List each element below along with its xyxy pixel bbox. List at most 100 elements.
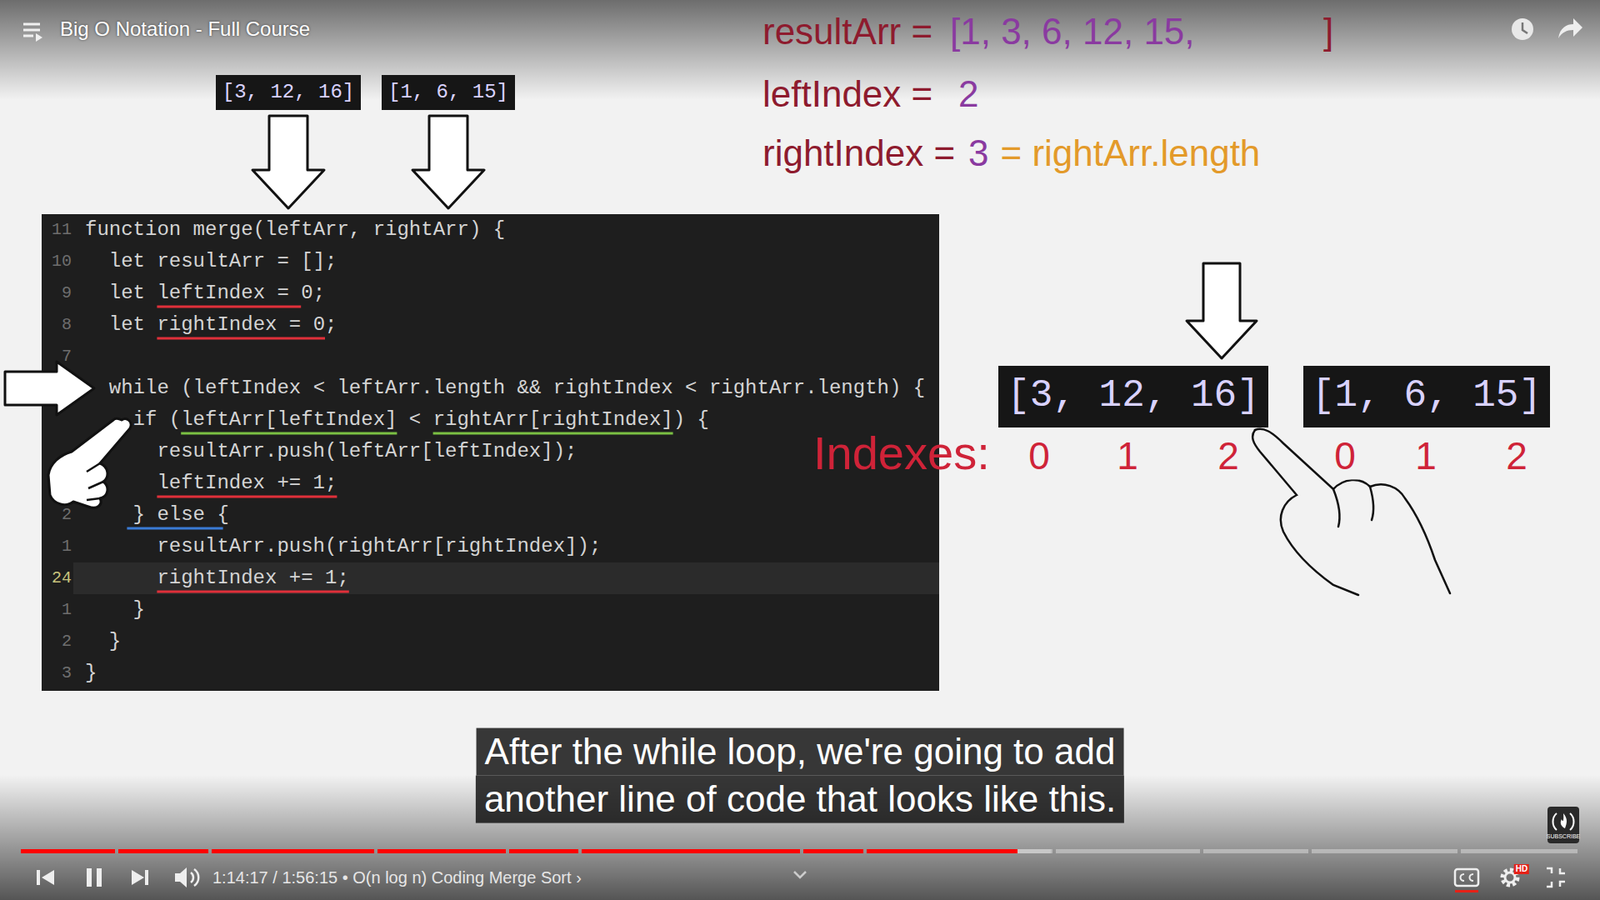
line-number: 10 <box>51 251 72 272</box>
progress-segment <box>509 849 579 854</box>
array-text: [1, 6, 15] <box>1311 372 1542 421</box>
pointing-hand <box>1252 429 1450 595</box>
code-line: rightIndex += 1; <box>156 562 349 595</box>
code-line: if (leftArr[leftIndex] < rightArr[rightI… <box>133 404 710 436</box>
code-line: } else { <box>133 499 230 531</box>
progress-segment <box>1311 849 1458 854</box>
player-controls <box>36 867 1565 893</box>
index-number: 1 <box>1113 433 1142 480</box>
progress-played <box>20 849 115 854</box>
progress-segment <box>581 849 800 854</box>
variable-name: resultArr = <box>762 10 933 55</box>
line-number: 24 <box>51 568 72 589</box>
underline-mark <box>156 495 337 499</box>
array-text: [1, 6, 15] <box>388 80 509 105</box>
code-line: } <box>109 625 121 658</box>
code-line: while (leftIndex < leftArr.length && rig… <box>109 372 925 405</box>
progress-segment <box>803 849 864 854</box>
time-display: 1:14:17 / 1:56:15 • O(n log n) Coding Me… <box>212 867 582 888</box>
progress-buffered <box>118 849 209 854</box>
length-note: = rightArr.length <box>1000 131 1260 176</box>
share-icon <box>1558 18 1583 39</box>
progress-buffered <box>509 849 579 854</box>
index-number: 0 <box>1025 433 1054 480</box>
progress-segment <box>866 849 1053 854</box>
array-text: [3, 12, 16] <box>1006 372 1260 421</box>
progress-played <box>866 849 1018 854</box>
underline-mark <box>126 527 223 530</box>
progress-buffered <box>803 849 864 854</box>
array-box: [1, 6, 15] <box>381 75 515 110</box>
progress-segment <box>118 849 209 854</box>
progress-segment <box>20 849 115 854</box>
code-line: resultArr.push(rightArr[rightIndex]); <box>156 530 601 563</box>
progress-buffered <box>20 849 115 854</box>
code-panel: function merge(leftArr, rightArr) {let r… <box>41 214 940 691</box>
array-text: [3, 12, 16] <box>222 80 355 105</box>
subscribe-text: SUBSCRIBE <box>1546 833 1580 840</box>
index-value: 3 <box>968 131 989 176</box>
code-line: resultArr.push(leftArr[leftIndex]); <box>156 435 577 468</box>
progress-played <box>211 849 375 854</box>
code-line: leftIndex += 1; <box>156 467 337 500</box>
index-number: 1 <box>1411 433 1440 480</box>
index-heading: Indexes: <box>813 425 990 481</box>
array-box: [3, 12, 16] <box>215 75 361 110</box>
code-line: let rightIndex = 0; <box>109 309 338 341</box>
progress-bar <box>20 849 1578 854</box>
progress-buffered <box>377 849 506 854</box>
underline-mark <box>180 432 397 435</box>
line-number: 2 <box>61 631 72 652</box>
watch-later-icon <box>1511 18 1534 40</box>
line-number: 1 <box>61 536 72 557</box>
hd-badge: HD <box>1514 864 1530 875</box>
array-box: [3, 12, 16] <box>998 365 1269 428</box>
progress-played <box>581 849 800 854</box>
progress-segment <box>211 849 375 854</box>
block-arrow <box>252 115 325 209</box>
pointing-hand <box>48 419 131 509</box>
progress-played <box>377 849 506 854</box>
progress-buffered <box>211 849 375 854</box>
progress-segment <box>377 849 506 854</box>
array-box: [1, 6, 15] <box>1303 365 1550 428</box>
index-number: 2 <box>1214 433 1243 480</box>
line-number: 1 <box>61 600 72 620</box>
block-arrow <box>412 115 485 209</box>
index-number: 0 <box>1330 433 1360 480</box>
progress-segment <box>1203 849 1309 854</box>
progress-segment <box>1055 849 1200 854</box>
line-number: 7 <box>61 346 72 367</box>
line-number: 11 <box>51 220 72 240</box>
underline-mark <box>156 590 349 594</box>
code-line: } <box>133 594 145 626</box>
pointer-arrow <box>1186 263 1257 359</box>
video-title: Big O Notation - Full Course <box>60 17 310 42</box>
variable-name: leftIndex = <box>762 72 933 117</box>
underline-mark <box>156 337 325 340</box>
variable-name: rightIndex = <box>762 131 955 176</box>
code-line: let resultArr = []; <box>109 245 338 278</box>
index-number: 2 <box>1502 433 1531 480</box>
subtitle-line: another line of code that looks like thi… <box>475 775 1125 824</box>
line-number: 8 <box>61 315 72 335</box>
bottom-shade <box>0 775 1600 900</box>
array-value: [1, 3, 6, 12, 15, <box>950 10 1195 55</box>
progress-played <box>509 849 579 854</box>
code-line: let leftIndex = 0; <box>109 277 325 310</box>
line-number: 9 <box>61 283 72 304</box>
array-bracket: ] <box>1323 10 1334 55</box>
hand-detail <box>86 463 104 500</box>
code-line: function merge(leftArr, rightArr) { <box>85 214 505 246</box>
underline-mark <box>156 305 301 309</box>
index-value: 2 <box>958 72 979 117</box>
progress-buffered <box>581 849 800 854</box>
underline-mark <box>433 432 674 435</box>
line-number: 3 <box>61 663 72 684</box>
current-line-highlight <box>73 562 940 595</box>
progress-segment <box>1460 849 1578 854</box>
line-number: 2 <box>61 505 72 525</box>
subtitle-line: After the while loop, we're going to add <box>476 728 1125 776</box>
